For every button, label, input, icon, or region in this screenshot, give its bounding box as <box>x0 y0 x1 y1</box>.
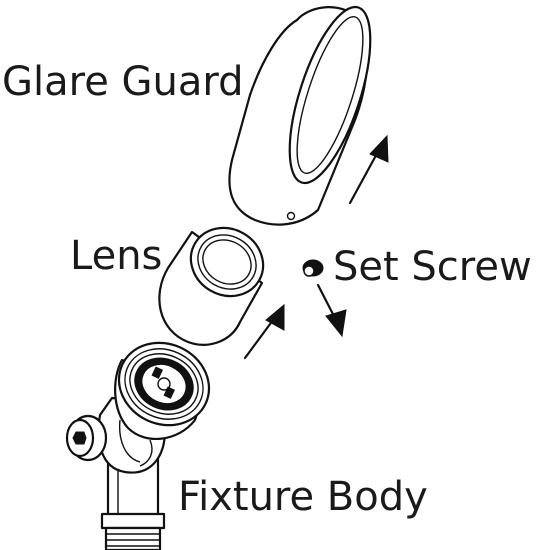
fixture-body-part <box>65 341 211 550</box>
fixture-body-label: Fixture Body <box>178 474 428 520</box>
glare-guard-label: Glare Guard <box>2 59 244 105</box>
glare-guard-part <box>228 5 372 226</box>
lens-part <box>158 226 265 346</box>
arrow-down-screw <box>316 283 347 338</box>
arrow-up-lens <box>243 303 285 360</box>
set-screw-part <box>302 259 324 277</box>
arrow-up-glare <box>348 134 389 205</box>
lens-label: Lens <box>70 233 163 279</box>
set-screw-label: Set Screw <box>333 244 532 290</box>
